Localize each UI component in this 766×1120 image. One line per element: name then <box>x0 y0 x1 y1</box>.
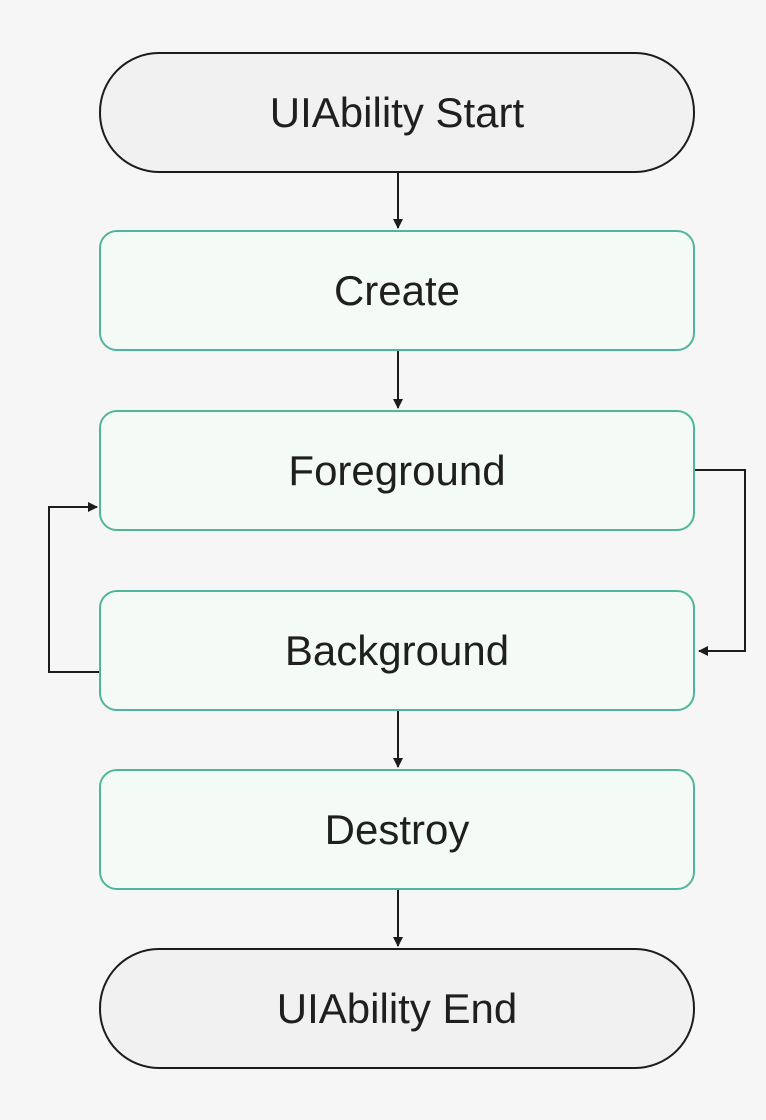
foreground-state-label: Foreground <box>288 446 506 494</box>
destroy-state-node: Destroy <box>99 769 695 890</box>
arrow-foreground-to-background <box>695 469 746 656</box>
uiability-end-label: UIAbility End <box>276 984 518 1032</box>
arrow-background-to-foreground <box>48 502 99 673</box>
uiability-start-label: UIAbility Start <box>269 88 525 136</box>
uiability-start-node: UIAbility Start <box>99 52 695 173</box>
uiability-end-node: UIAbility End <box>99 948 695 1069</box>
create-state-node: Create <box>99 230 695 351</box>
background-state-label: Background <box>284 626 510 674</box>
background-state-node: Background <box>99 590 695 711</box>
destroy-state-label: Destroy <box>324 805 470 853</box>
foreground-state-node: Foreground <box>99 410 695 531</box>
create-state-label: Create <box>333 266 461 314</box>
